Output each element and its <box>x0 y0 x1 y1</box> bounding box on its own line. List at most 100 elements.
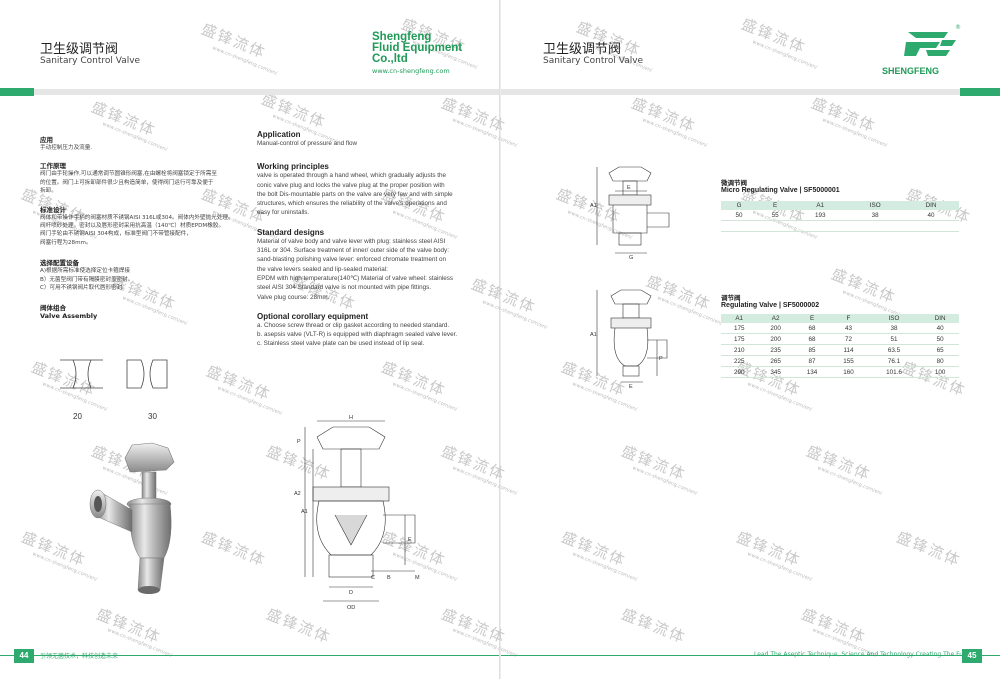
en-standard-line: Valve plug course: 28mm. <box>257 293 330 301</box>
header-bar-right <box>501 89 960 95</box>
label-b: B <box>387 575 391 581</box>
drawing-side-outlet <box>383 514 416 544</box>
table-row: 175 200 68 72 51 50 <box>721 333 959 345</box>
table-cell: 55 <box>757 210 794 221</box>
drawing-clamp <box>312 486 390 502</box>
assembly-20-shape <box>60 359 103 389</box>
right-page-title-cn: 卫生级调节阀 <box>543 42 622 57</box>
footer-slogan-cn: 引领无菌技术，科技创造未来 <box>40 653 119 660</box>
cn-text-column: 应用 手动控制压力及流量. 工作原理 阀门由手轮操作,可以通常调节圆锥形阀塞,在… <box>40 134 250 320</box>
cn-principle-line: 的位置。阀门上可拆卸部件很少且构造简单，使得阀门运行可靠及便于 <box>40 179 214 186</box>
en-application-heading: Application <box>257 130 301 139</box>
cn-principle-line: 拆卸。 <box>40 188 57 195</box>
table-cell: 193 <box>793 210 848 221</box>
table-header-row: G E A1 ISO DIN <box>721 201 959 210</box>
en-principle-line: structures, which ensures the reliabilit… <box>257 200 447 208</box>
table-cell: 87 <box>793 355 831 367</box>
table-cell: 68 <box>793 333 831 345</box>
cn-options-line: C）可用不锈钢阀片取代唇形密封。 <box>40 285 128 292</box>
assembly-label-20: 20 <box>73 412 82 421</box>
cn-principle-line: 阀门由手轮操作,可以通常调节圆锥形阀塞,在由螺栓将阀塞锁定于所需至 <box>40 171 217 178</box>
cn-principle-heading: 工作原理 <box>40 162 66 171</box>
column-header: DIN <box>903 201 959 210</box>
table-header-row: A1 A2 E F ISO DIN <box>721 314 959 323</box>
regulating-valve-table: A1 A2 E F ISO DIN 175 200 68 43 38 40 17… <box>721 314 959 378</box>
en-standard-line: the valve levers sealed and lip-sealed m… <box>257 265 388 273</box>
en-standard-line: 316L or 304. Surface treatment of inner/… <box>257 247 449 255</box>
right-page-title-en: Sanitary Control Valve <box>543 56 644 66</box>
assembly-label-30: 30 <box>148 412 157 421</box>
assembly-heading-cn: 阀体组合 <box>40 304 66 313</box>
header-bar-left <box>34 89 499 95</box>
en-standard-line: steel AISI 304 Standard valve is not mou… <box>257 284 431 292</box>
page-title-en: Sanitary Control Valve <box>40 56 141 66</box>
table-cell: 43 <box>830 323 867 334</box>
table-cell: 72 <box>830 333 867 345</box>
en-options-line: b. asepsis valve (VLT-R) is equipped wit… <box>257 331 458 339</box>
table-row: 50 55 193 38 40 <box>721 210 959 221</box>
column-header: ISO <box>866 314 922 323</box>
valve-stem <box>141 471 157 503</box>
column-header: G <box>721 201 758 210</box>
column-header: E <box>757 201 794 210</box>
watermark-text: 盛锋流体 <box>893 527 964 571</box>
table-row: 290 345 134 160 101.6 100 <box>721 366 959 378</box>
table-cell: 50 <box>721 210 758 221</box>
micro-table-title: 微调节阀 Micro Regulating Valve | SF5000001 <box>721 177 840 194</box>
brand-url[interactable]: www.cn-shengfeng.com <box>372 67 450 75</box>
table-cell: 114 <box>830 344 867 356</box>
drawing-stem <box>340 448 362 488</box>
micro-table-title-en-text: Micro Regulating Valve <box>721 187 798 194</box>
micro-regulating-valve-table: G E A1 ISO DIN 50 55 193 38 40 <box>721 201 959 232</box>
table-cell: 175 <box>721 333 758 345</box>
reg-table-title-cn: 调节阀 <box>721 294 741 302</box>
label-e: E <box>408 537 412 543</box>
en-principle-line: easy for uninstalls. <box>257 209 310 217</box>
drawing-bottom-outlet <box>328 554 374 578</box>
en-standard-line: EPDM with high temperature(140℃) Materia… <box>257 274 454 282</box>
label-h: H <box>349 415 353 421</box>
micro-valve-drawing: A1 E G <box>590 166 670 260</box>
cn-standard-heading: 标准设计 <box>40 205 66 214</box>
assembly-heading-en: Valve Assembly <box>40 312 98 321</box>
column-header: A1 <box>721 314 758 323</box>
table-cell: 200 <box>757 333 794 345</box>
page-number-right: 45 <box>962 649 982 663</box>
brand-name-line2: Fluid Equipment <box>372 42 463 54</box>
table-cell: 200 <box>757 323 794 334</box>
table-cell: 51 <box>866 333 922 345</box>
en-application-text: Manual-control of pressure and flow <box>257 140 358 147</box>
cn-application-text: 手动控制压力及流量. <box>40 145 93 151</box>
brand-block: Shengfeng Fluid Equipment Co.,ltd www.cn… <box>372 31 472 75</box>
table-cell: 40 <box>921 323 959 334</box>
table-cell: 65 <box>921 344 959 356</box>
table-cell: 38 <box>847 210 904 221</box>
en-standard-line: Material of valve body and valve lever w… <box>257 237 446 245</box>
table-row: 210 235 85 114 63.5 65 <box>721 344 959 356</box>
reg-table-title-en-text: Regulating Valve <box>721 302 778 309</box>
en-principle-heading: Working principles <box>257 162 329 172</box>
table-cell: 235 <box>757 344 794 356</box>
table-cell: 155 <box>830 355 867 367</box>
label-a2: A2 <box>294 491 301 497</box>
table-row: 225 265 87 155 76.1 80 <box>721 355 959 367</box>
reg-table-title-en: Regulating Valve | SF5000002 <box>721 302 820 309</box>
label-od: OD <box>347 605 355 611</box>
table-row-empty <box>721 220 959 232</box>
page-gutter <box>499 0 501 679</box>
label-a1-bottom: A1 <box>590 332 597 338</box>
page-title-cn: 卫生级调节阀 <box>40 42 119 57</box>
table-cell: 100 <box>921 366 959 378</box>
bottom-port-opening <box>138 586 160 594</box>
column-header: A1 <box>793 201 848 210</box>
column-header: A2 <box>757 314 794 323</box>
micro-table-title-cn: 微调节阀 <box>721 179 747 187</box>
label-e-bottom: E <box>629 384 633 388</box>
table-cell: 160 <box>830 366 867 378</box>
brand-name-line3: Co.,ltd <box>372 53 408 65</box>
label-m: M <box>415 575 420 581</box>
table-cell: 40 <box>903 210 959 221</box>
en-principle-line: conic valve plug and locks the valve plu… <box>257 181 445 189</box>
header-accent-left <box>0 88 34 96</box>
en-options-heading: Optional corollary equipment <box>257 311 369 321</box>
